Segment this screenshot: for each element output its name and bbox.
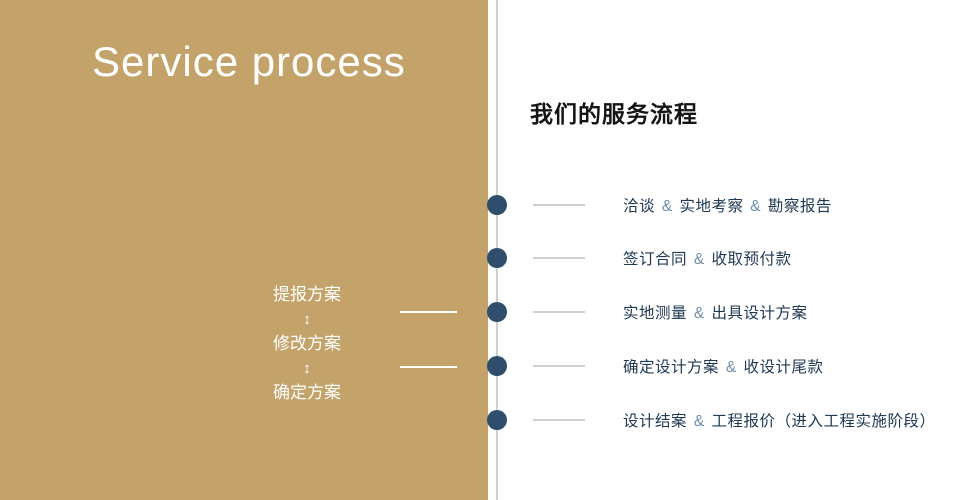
connector-line-top xyxy=(400,311,457,313)
step-text-segment: 设计结案 xyxy=(623,413,692,430)
tick-line xyxy=(533,365,585,367)
process-step-2: 签订合同 & 收取预付款 xyxy=(533,248,795,268)
step-text-segment: 出具设计方案 xyxy=(706,305,808,322)
step-text-segment: 确定设计方案 xyxy=(623,359,724,376)
ampersand: & xyxy=(693,305,705,322)
section-heading: 我们的服务流程 xyxy=(530,101,698,127)
plan-flow-step-3: 确定方案 xyxy=(273,383,341,402)
step-text: 设计结案 & 工程报价（进入工程实施阶段） xyxy=(623,409,939,431)
process-step-1: 洽谈 & 实地考察 & 勘察报告 xyxy=(533,195,832,215)
ampersand xyxy=(935,413,939,430)
plan-flow-step-2: 修改方案 xyxy=(273,334,341,353)
timeline-dot-4 xyxy=(487,356,507,376)
process-step-5: 设计结案 & 工程报价（进入工程实施阶段） xyxy=(533,410,939,430)
left-gold-panel: Service process 提报方案 ↕ 修改方案 ↕ 确定方案 xyxy=(0,0,488,500)
step-text: 洽谈 & 实地考察 & 勘察报告 xyxy=(623,194,832,216)
step-text-segment: 实地测量 xyxy=(623,305,692,322)
step-text-segment: 签订合同 xyxy=(623,251,692,268)
ampersand: & xyxy=(750,198,762,215)
timeline-dot-5 xyxy=(487,410,507,430)
ampersand: & xyxy=(661,198,673,215)
ampersand: & xyxy=(693,413,705,430)
step-text: 确定设计方案 & 收设计尾款 xyxy=(623,355,827,377)
tick-line xyxy=(533,311,585,313)
ampersand xyxy=(807,305,811,322)
tick-line xyxy=(533,419,585,421)
step-text-segment: 工程报价（进入工程实施阶段） xyxy=(706,413,936,430)
step-text-segment: 收取预付款 xyxy=(706,251,792,268)
ampersand: & xyxy=(725,359,737,376)
ampersand: & xyxy=(693,251,705,268)
process-step-4: 确定设计方案 & 收设计尾款 xyxy=(533,356,827,376)
tick-line xyxy=(533,257,585,259)
plan-flow-step-1: 提报方案 xyxy=(273,285,341,304)
tick-line xyxy=(533,204,585,206)
up-down-arrow-icon: ↕ xyxy=(303,359,311,377)
ampersand xyxy=(823,359,827,376)
timeline-dot-3 xyxy=(487,302,507,322)
plan-flow: 提报方案 ↕ 修改方案 ↕ 确定方案 xyxy=(237,283,377,406)
process-step-3: 实地测量 & 出具设计方案 xyxy=(533,302,811,322)
connector-line-bottom xyxy=(400,366,457,368)
up-down-arrow-icon: ↕ xyxy=(303,310,311,328)
step-text: 实地测量 & 出具设计方案 xyxy=(623,301,811,323)
step-text-segment: 勘察报告 xyxy=(763,198,832,215)
ampersand xyxy=(791,251,795,268)
step-text: 签订合同 & 收取预付款 xyxy=(623,247,795,269)
timeline-dot-2 xyxy=(487,248,507,268)
step-text-segment: 洽谈 xyxy=(623,198,660,215)
page-title: Service process xyxy=(92,38,406,85)
timeline-dot-1 xyxy=(487,195,507,215)
step-text-segment: 实地考察 xyxy=(674,198,749,215)
step-text-segment: 收设计尾款 xyxy=(738,359,824,376)
